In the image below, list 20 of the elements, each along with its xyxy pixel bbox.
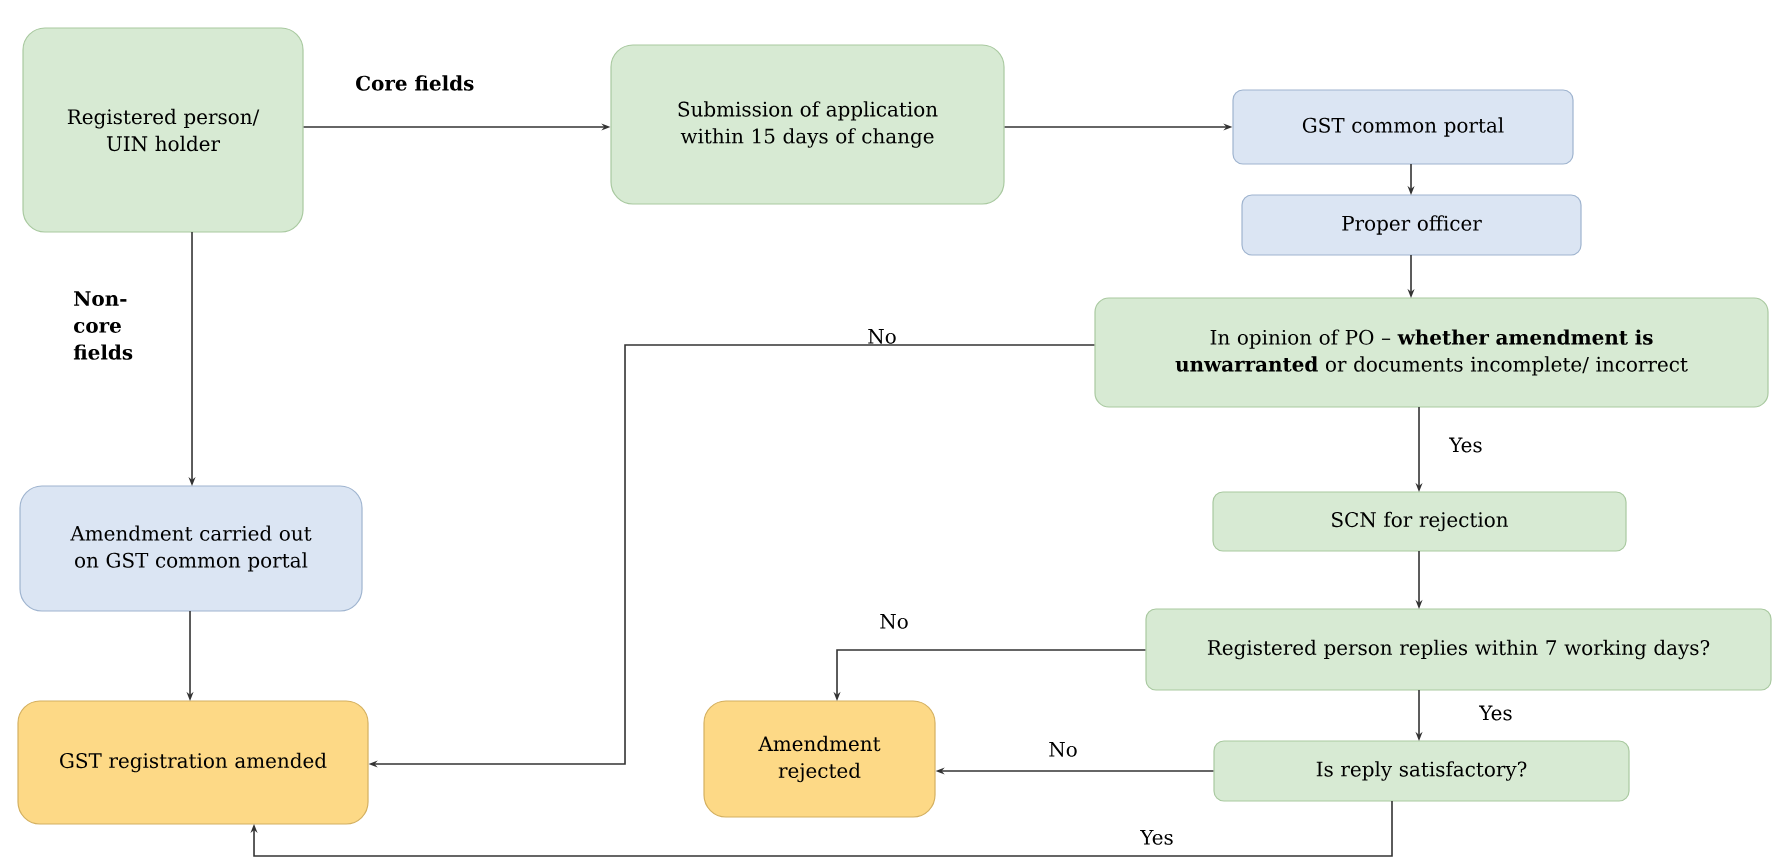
process-box: GST registration amended: [17, 700, 369, 825]
process-box: Proper officer: [1241, 194, 1582, 256]
edge-label: Core fields: [356, 75, 474, 91]
process-box: Submission of application within 15 days of change: [610, 44, 1005, 205]
process-box: GST common portal: [1232, 89, 1574, 165]
edge-label: Yes: [1479, 705, 1512, 721]
edge-label: No: [868, 329, 896, 344]
process-box: Registered person/ UIN holder: [22, 27, 304, 233]
process-box: SCN for rejection: [1212, 491, 1627, 552]
edge-label: No: [1049, 742, 1077, 757]
edge-label: Non-core fields: [73, 291, 133, 360]
process-box: Registered person replies within 7 working days?: [1145, 608, 1772, 691]
process-box: Amendment carried out on GST common portal: [19, 485, 363, 612]
process-box: In opinion of PO – whether amendment is unwarranted or documents incomplete/ incorrect: [1094, 297, 1769, 408]
process-box: Amendment rejected: [703, 700, 936, 818]
edge-label: No: [880, 614, 908, 629]
arrow: [250, 800, 1393, 857]
process-box: Is reply satisfactory?: [1213, 740, 1630, 802]
edge-label: Yes: [1449, 437, 1482, 453]
edge-label: Yes: [1140, 830, 1173, 845]
